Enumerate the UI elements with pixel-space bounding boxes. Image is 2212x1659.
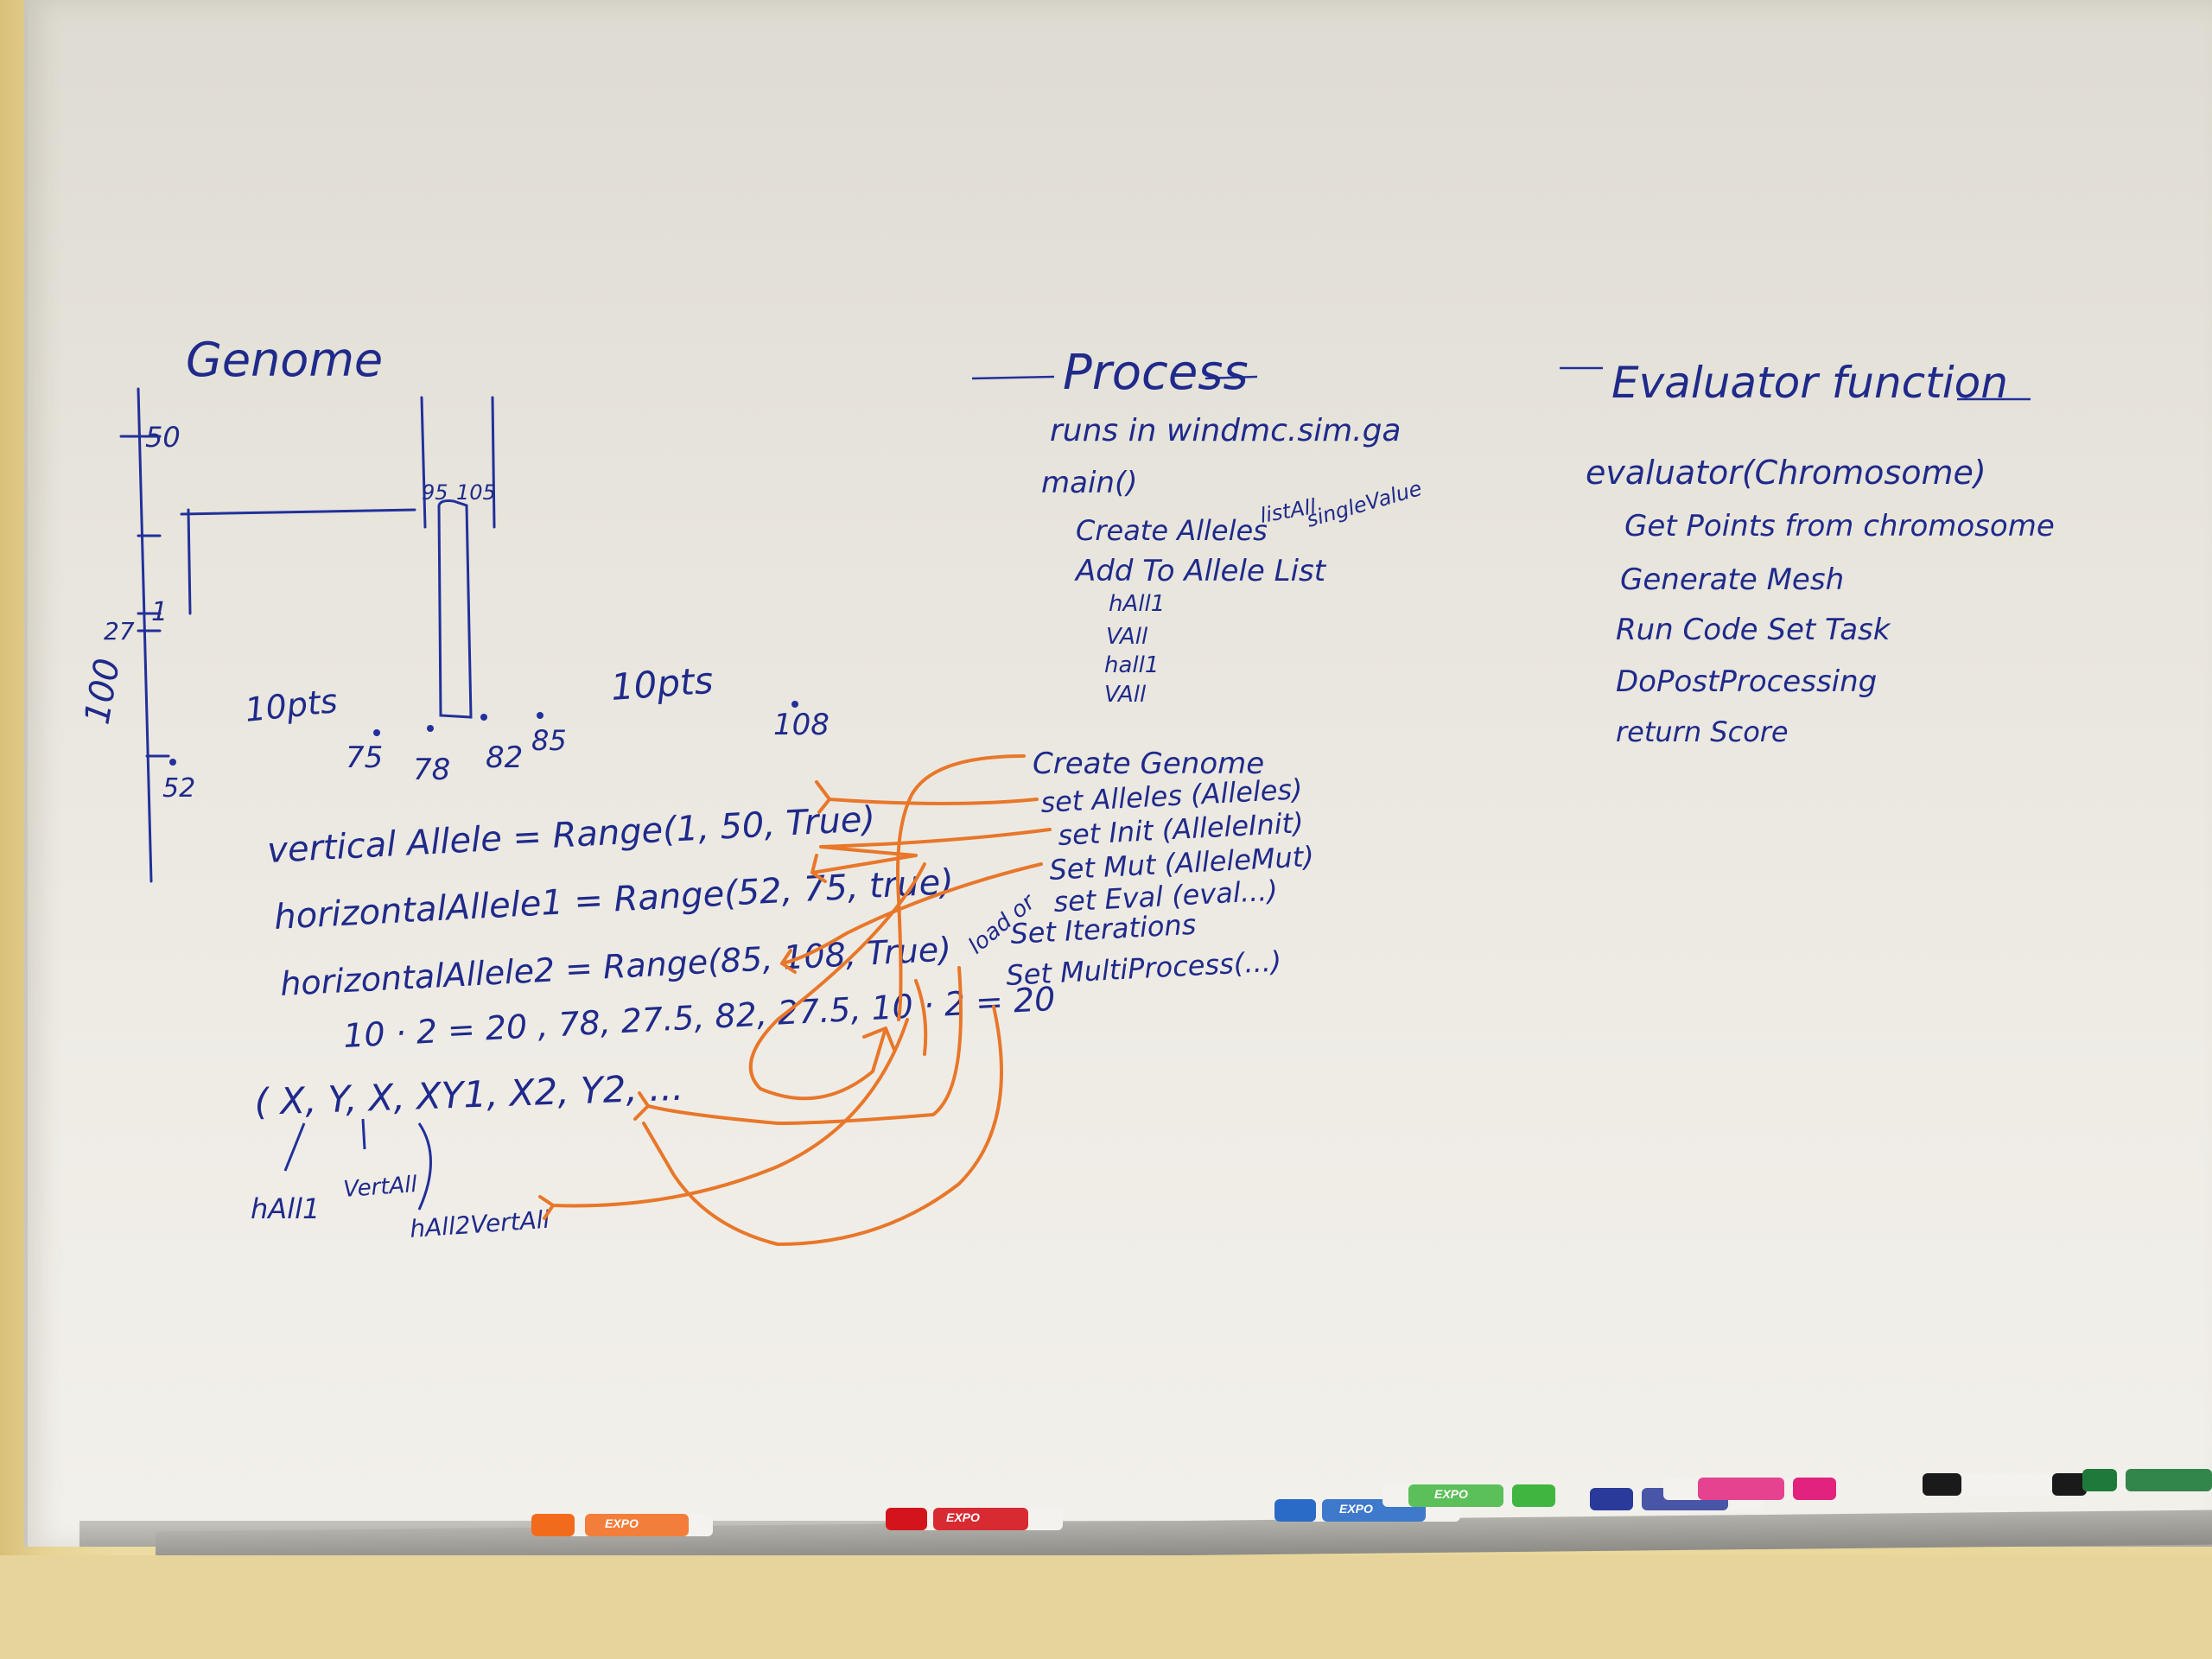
process-item-runs-in: runs in windmc.sim.ga xyxy=(1050,413,1402,448)
process-item-create-genome: Create Genome xyxy=(1033,747,1264,781)
process-item-main: main() xyxy=(1041,466,1137,500)
process-item-add-to-allele-list: Add To Allele List xyxy=(1074,554,1327,588)
tick-82: 82 xyxy=(486,741,523,775)
bar-label-95: 95 xyxy=(422,480,448,505)
evaluator-item-return-score: return Score xyxy=(1616,715,1789,748)
genome-vertical-axis xyxy=(137,387,153,883)
genome-title: Genome xyxy=(186,333,383,387)
annotation-hall1: hAll1 xyxy=(251,1192,320,1225)
axis-label-100: 100 xyxy=(78,656,129,728)
process-item-singlevalue: singleValue xyxy=(1304,476,1425,532)
arrow-set-alleles xyxy=(815,780,1039,814)
process-item-hall1-b: hall1 xyxy=(1104,652,1159,678)
process-item-set-multiprocess: Set MultiProcess(...) xyxy=(1005,944,1282,992)
tick-85: 85 xyxy=(531,724,567,757)
orange-marker[interactable]: EXPO xyxy=(531,1514,713,1536)
evaluator-item-get-points: Get Points from chromosome xyxy=(1624,509,2055,543)
axis-label-50: 50 xyxy=(145,421,181,454)
process-item-set-iterations: Set Iterations xyxy=(1009,908,1197,950)
tick-75: 75 xyxy=(346,741,383,775)
axis-label-1: 1 xyxy=(151,597,168,627)
genome-line-horizontal-allele-1: horizontalAllele1 = Range(52, 75, true) xyxy=(273,862,955,938)
red-marker[interactable]: EXPO xyxy=(886,1508,1063,1530)
whiteboard xyxy=(24,0,2212,1547)
red-marker-icon: EXPO xyxy=(946,1510,980,1524)
tick-108: 108 xyxy=(773,708,830,742)
axis-label-27: 27 xyxy=(104,617,135,645)
evaluator-item-generate-mesh: Generate Mesh xyxy=(1620,563,1844,597)
annotation-vertall: VertAll xyxy=(342,1172,418,1203)
evaluator-title: Evaluator function xyxy=(1611,358,2008,408)
green-marker[interactable]: EXPO xyxy=(1382,1484,1555,1507)
orange-arrows xyxy=(538,754,1052,1246)
bar-label-105: 105 xyxy=(456,480,496,505)
process-item-hall1: hAll1 xyxy=(1109,591,1165,617)
pink-marker[interactable] xyxy=(1663,1478,1836,1500)
black-marker[interactable] xyxy=(1923,1473,2087,1496)
genome-line-vertical-allele: vertical Allele = Range(1, 50, True) xyxy=(266,799,876,871)
process-item-create-alleles: Create Alleles xyxy=(1076,514,1268,547)
wall-below-board xyxy=(0,1555,2212,1659)
arrow-loop xyxy=(748,862,926,1101)
annotation-hall2vertall: hAll2VertAll xyxy=(409,1205,550,1243)
axis-label-52: 52 xyxy=(162,773,195,804)
arrow-set-mut xyxy=(780,862,1043,974)
genome-horizontal-line xyxy=(180,508,416,516)
arrow-iterations xyxy=(633,966,963,1125)
genome-bar xyxy=(437,499,473,719)
evaluator-item-signature: evaluator(Chromosome) xyxy=(1586,454,1986,492)
arrow-multiprocess xyxy=(642,1005,1003,1246)
genome-line-tuple: ( X, Y, X, XY1, X2, Y2, ... xyxy=(254,1066,684,1123)
process-item-vall: VAll xyxy=(1106,624,1148,650)
orange-marker-icon: EXPO xyxy=(605,1516,639,1530)
arrow-to-hall2 xyxy=(538,1018,909,1220)
darkgreen-marker[interactable] xyxy=(2082,1469,2212,1491)
evaluator-item-run-code: Run Code Set Task xyxy=(1616,613,1891,647)
arrow-set-init xyxy=(810,828,1052,883)
points-left: 10pts xyxy=(243,682,339,729)
process-title: Process xyxy=(1063,345,1249,401)
process-item-vall-b: VAll xyxy=(1104,682,1147,708)
blue-marker-icon: EXPO xyxy=(1339,1502,1373,1516)
arrow-create-genome-path xyxy=(896,754,1026,1021)
green-marker-icon: EXPO xyxy=(1434,1487,1468,1501)
tick-78: 78 xyxy=(413,753,450,787)
points-right: 10pts xyxy=(609,659,715,709)
evaluator-item-postprocessing: DoPostProcessing xyxy=(1616,664,1877,699)
